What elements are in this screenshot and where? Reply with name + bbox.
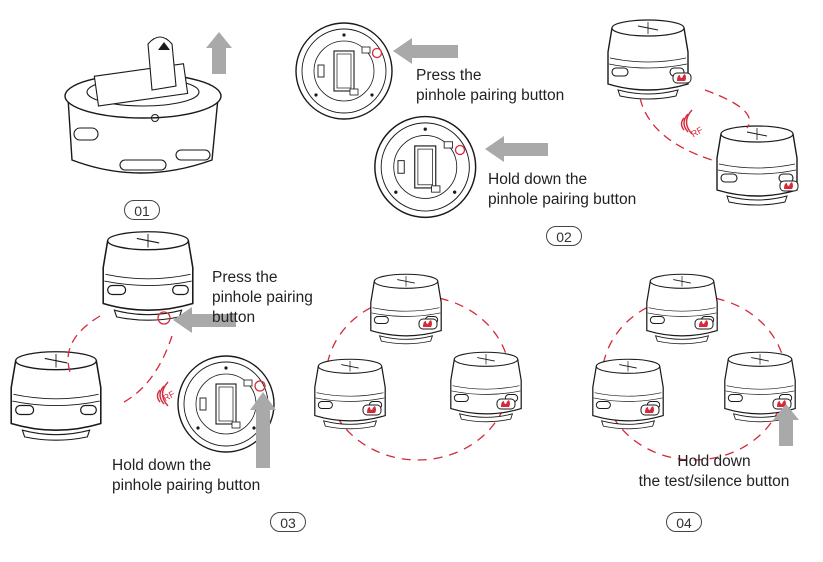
caption-line: pinhole pairing button: [112, 477, 261, 494]
caption-line: button: [212, 309, 256, 326]
step-01-illustration: [64, 32, 232, 174]
caption-line: Hold down the: [488, 171, 588, 188]
step-03-illustration: [10, 230, 276, 468]
step-01-number: 01: [124, 200, 160, 220]
caption-line: Hold down the: [112, 457, 212, 474]
step-04-number: 04: [666, 512, 702, 532]
step-02-press-caption: Press the pinhole pairing button: [416, 66, 564, 106]
step-02-hold-caption: Hold down the pinhole pairing button: [488, 170, 636, 210]
caption-line: Press the: [212, 269, 278, 286]
step-04b-illustration: [592, 273, 799, 461]
caption-line: Hold down: [677, 453, 751, 470]
step-03-number: 03: [270, 512, 306, 532]
caption-line: pinhole pairing: [212, 289, 313, 306]
step-03-hold-caption: Hold down the pinhole pairing button: [112, 456, 260, 496]
step-02-illustration: [295, 19, 799, 219]
caption-line: pinhole pairing button: [416, 87, 565, 104]
step-04-illustration: [314, 273, 522, 461]
step-04-hold-caption: Hold down the test/silence button: [634, 452, 794, 492]
step-03-press-caption: Press the pinhole pairing button: [212, 268, 313, 328]
caption-line: the test/silence button: [638, 473, 790, 490]
step-02-number: 02: [546, 226, 582, 246]
caption-line: Press the: [416, 67, 482, 84]
caption-line: pinhole pairing button: [488, 191, 637, 208]
